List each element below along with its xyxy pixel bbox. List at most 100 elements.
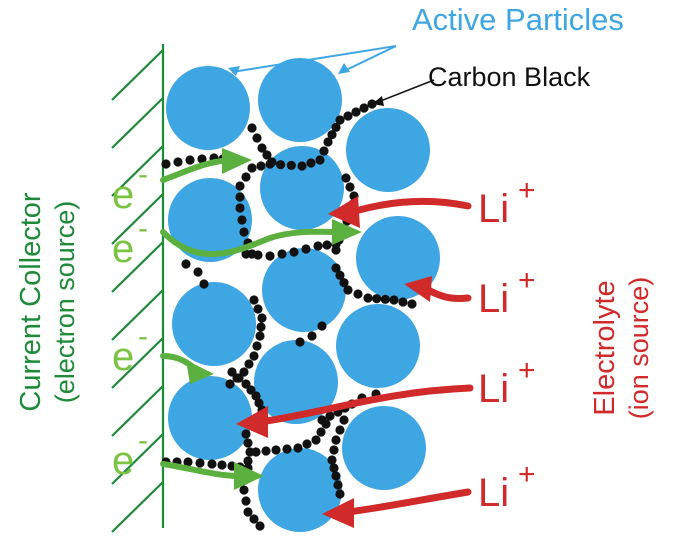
- carbon-black-particle: [241, 496, 251, 506]
- carbon-black-particle: [255, 521, 265, 531]
- carbon-black-particle: [327, 455, 337, 465]
- electron-label: e -: [112, 320, 148, 379]
- carbon-black-particle: [225, 379, 235, 389]
- carbon-black-particle: [241, 172, 251, 182]
- carbon-black-particle: [239, 485, 249, 495]
- carbon-black-particle: [243, 438, 253, 448]
- lithium-arrowhead: [236, 406, 268, 438]
- carbon-black-particle: [253, 304, 263, 314]
- active-particle: [258, 58, 342, 142]
- active-particle: [262, 248, 346, 332]
- carbon-black-particle: [353, 289, 363, 299]
- carbon-black-particle: [239, 227, 249, 237]
- active-particle: [168, 178, 252, 262]
- carbon-black-leader: [377, 79, 435, 103]
- collector-hatch: [111, 97, 164, 149]
- carbon-black-particle: [331, 435, 341, 445]
- leader-lines: [228, 45, 435, 106]
- electron-symbol: e: [112, 335, 134, 379]
- carbon-black-particle: [323, 137, 333, 147]
- electron-source-label: (electron source): [50, 201, 80, 404]
- active-particle: [166, 66, 250, 150]
- active-particles-leader-head: [228, 66, 240, 76]
- active-particles-leader: [231, 45, 397, 73]
- carbon-black-particle: [197, 154, 207, 164]
- carbon-black-leader-head: [372, 96, 384, 106]
- electron-label: e -: [112, 158, 148, 217]
- carbon-black-particle: [295, 337, 305, 347]
- electron-path: [160, 228, 341, 258]
- lithium-symbol: Li: [478, 277, 509, 321]
- active-particles-label: Active Particles: [412, 2, 624, 37]
- electron-arrowhead: [222, 148, 252, 174]
- lithium-path: [348, 197, 472, 216]
- active-particle: [342, 406, 426, 490]
- electron-label: e -: [112, 212, 148, 271]
- carbon-black-particle: [302, 439, 312, 449]
- electron-symbol: e: [112, 227, 134, 271]
- carbon-black-particle: [333, 480, 343, 490]
- carbon-black-particle: [398, 297, 408, 307]
- lithium-arrowhead: [328, 196, 360, 228]
- carbon-black-particle: [345, 182, 355, 192]
- lithium-symbol: Li: [478, 367, 509, 411]
- electron-path: [160, 157, 233, 183]
- lithium-charge: +: [518, 264, 536, 297]
- carbon-black-particle: [161, 159, 171, 169]
- active-particle: [346, 108, 430, 192]
- lithium-label: Li +: [478, 264, 536, 321]
- carbon-black-particle: [251, 391, 261, 401]
- carbon-black-particle: [217, 460, 227, 470]
- carbon-black-particle: [235, 203, 245, 213]
- active-particle: [254, 340, 338, 424]
- lithium-label: Li +: [478, 174, 536, 231]
- carbon-black-particle: [331, 263, 341, 273]
- electron-arrowhead: [234, 462, 264, 490]
- active-particle: [172, 282, 256, 366]
- carbon-black-particle: [306, 158, 316, 168]
- carbon-black-particle: [247, 123, 257, 133]
- lithium-label: Li +: [478, 354, 536, 411]
- carbon-black-particle: [267, 157, 277, 167]
- lithium-label: Li +: [478, 458, 536, 515]
- lithium-arrowhead: [404, 276, 432, 302]
- active-particles-leader-head: [338, 63, 350, 74]
- active-particles-leader: [341, 45, 397, 73]
- carbon-black-particle: [271, 445, 281, 455]
- carbon-black-particle: [235, 181, 245, 191]
- carbon-black-particle: [315, 155, 325, 165]
- carbon-black-particle: [339, 278, 349, 288]
- carbon-black-particle: [331, 471, 341, 481]
- lithium-path: [424, 286, 472, 302]
- lithium-arrowheads: [236, 196, 432, 528]
- lithium-path: [344, 488, 472, 516]
- carbon-black-particle: [329, 463, 339, 473]
- carbon-black-particle: [335, 489, 345, 499]
- carbon-black-particle: [307, 331, 317, 341]
- lithium-charge: +: [518, 354, 536, 387]
- carbon-black-particle: [241, 429, 251, 439]
- lithium-charge: +: [518, 458, 536, 491]
- carbon-black-particle: [293, 443, 303, 453]
- carbon-black-particle: [243, 507, 253, 517]
- carbon-black-particle: [193, 267, 203, 277]
- carbon-black-particle: [329, 445, 339, 455]
- carbon-black-particle: [254, 398, 264, 408]
- collector-hatch: [111, 193, 164, 245]
- carbon-black-particle: [257, 143, 267, 153]
- carbon-black-particle: [234, 373, 244, 383]
- carbon-black-particle: [282, 444, 292, 454]
- carbon-black-particle: [276, 160, 286, 170]
- lithium-path: [256, 384, 474, 426]
- carbon-black-particle: [185, 155, 195, 165]
- lithium-symbol: Li: [478, 471, 509, 515]
- electron-charge: -: [138, 212, 148, 245]
- carbon-black-particle: [363, 293, 373, 303]
- carbon-black-particle: [343, 111, 353, 121]
- carbon-black-particle: [389, 295, 399, 305]
- carbon-black-particle: [316, 427, 326, 437]
- carbon-black-particle: [341, 173, 351, 183]
- electron-arrowheads: [186, 148, 362, 490]
- carbon-black-particle: [311, 435, 321, 445]
